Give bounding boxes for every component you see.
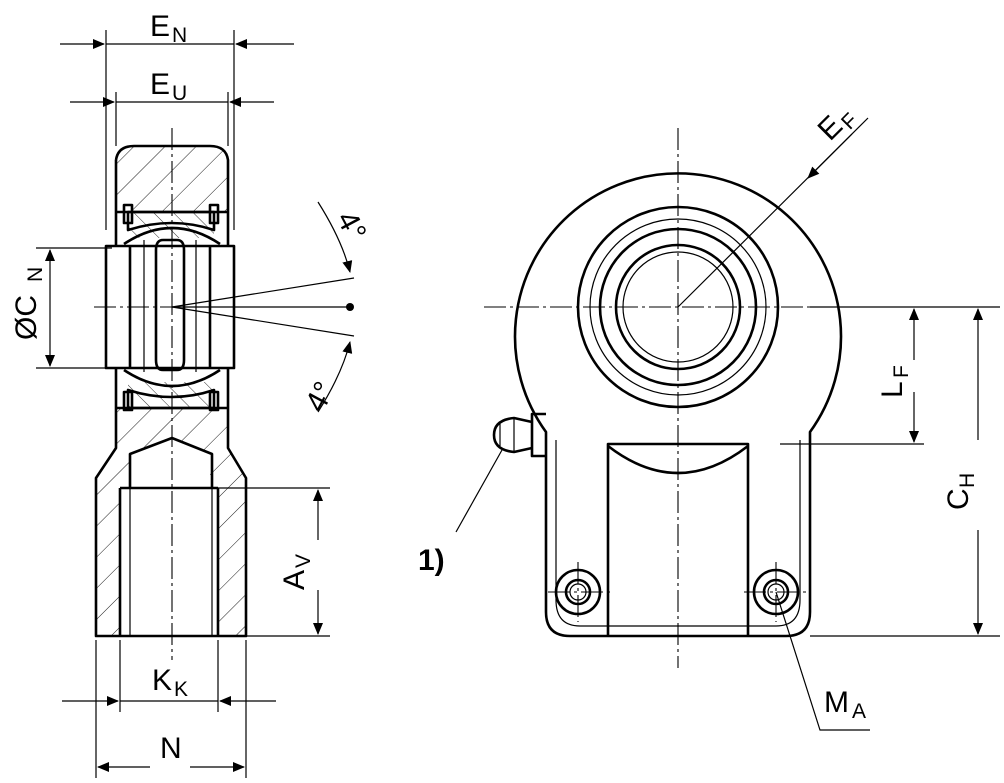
label-ch-sub: H [956,473,979,488]
label-cn-sub: N [24,267,47,282]
label-angle-top: 4° [330,206,373,247]
grease-nipple-icon [492,412,546,458]
label-n: N [160,732,182,765]
label-lf-sub: F [890,365,913,378]
label-ch-main: C [942,488,975,510]
label-lf-main: L [876,381,909,398]
label-note-1: 1) [418,544,445,577]
label-kk-sub: K [174,678,188,701]
front-view [455,117,1000,731]
housing-front-outline [513,172,843,638]
label-eu-sub: U [172,82,187,105]
label-cn-main: ØC [10,295,43,340]
label-kk-main: K [152,664,172,697]
housing-outline [114,144,230,212]
label-av-main: A [278,570,311,590]
label-ma-sub: A [852,700,866,723]
label-en-sub: N [172,24,187,47]
label-ma-main: M [824,686,849,719]
side-section-view [36,30,355,778]
label-en-main: E [150,10,170,43]
label-eu-main: E [150,68,170,101]
label-av-sub: V [292,554,315,568]
pivot-dot [346,303,354,311]
